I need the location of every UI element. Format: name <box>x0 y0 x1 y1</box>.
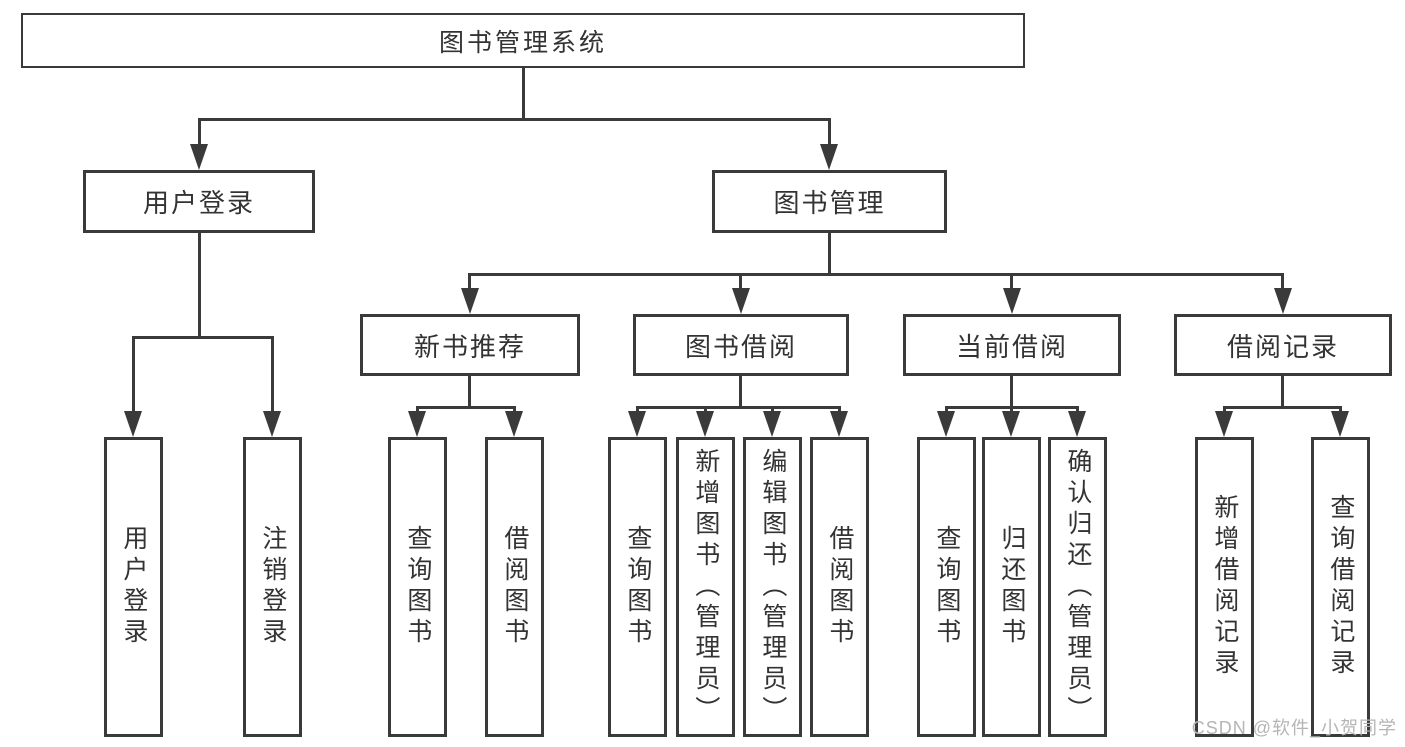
node-label: 图书管理 <box>773 188 886 218</box>
node-new-book-recommend: 新书推荐 <box>360 314 580 376</box>
arrow-down-icon <box>820 144 838 170</box>
arrow-down-icon <box>1002 411 1020 437</box>
leaf-borrow-books-1: 借阅图书 <box>485 437 544 737</box>
leaf-label: 归还图书 <box>997 525 1026 649</box>
connector-line <box>828 121 831 144</box>
watermark: CSDN @软件_小贺同学 <box>1191 718 1397 738</box>
arrow-down-icon <box>937 411 955 437</box>
leaf-add-book-admin: 新增图书（管理员） <box>676 437 735 737</box>
arrow-down-icon <box>732 288 750 314</box>
connector-line <box>198 121 201 144</box>
connector-line <box>828 233 831 276</box>
connector-line <box>636 406 841 409</box>
leaf-label: 借阅图书 <box>500 525 529 649</box>
connector-line <box>468 273 1284 276</box>
arrow-down-icon <box>696 411 714 437</box>
leaf-label: 编辑图书（管理员） <box>758 447 787 727</box>
connector-line <box>271 339 274 411</box>
arrow-down-icon <box>461 288 479 314</box>
arrow-down-icon <box>628 411 646 437</box>
arrow-down-icon <box>408 411 426 437</box>
node-label: 图书借阅 <box>684 331 797 362</box>
leaf-query-books-2: 查询图书 <box>608 437 667 737</box>
leaf-label: 查询图书 <box>623 525 652 649</box>
leaf-borrow-books-2: 借阅图书 <box>810 437 869 737</box>
leaf-logout: 注销登录 <box>243 437 302 737</box>
connector-line <box>416 406 516 409</box>
connector-line <box>739 276 742 288</box>
connector-line <box>198 233 201 339</box>
arrow-down-icon <box>1331 411 1349 437</box>
arrow-down-icon <box>263 411 281 437</box>
connector-line <box>132 336 274 339</box>
leaf-query-books-1: 查询图书 <box>388 437 447 737</box>
node-root-label: 图书管理系统 <box>438 28 607 57</box>
arrow-down-icon <box>1274 288 1292 314</box>
leaf-label: 确认归还（管理员） <box>1063 447 1092 727</box>
arrow-down-icon <box>1215 411 1233 437</box>
connector-line <box>1010 376 1013 409</box>
arrow-down-icon <box>830 411 848 437</box>
arrow-down-icon <box>1068 411 1086 437</box>
arrow-down-icon <box>763 411 781 437</box>
leaf-user-login: 用户登录 <box>104 437 163 737</box>
leaf-label: 用户登录 <box>119 525 148 649</box>
arrow-down-icon <box>124 411 142 437</box>
connector-line <box>945 406 1079 409</box>
arrow-down-icon <box>1003 288 1021 314</box>
node-label: 当前借阅 <box>955 331 1068 362</box>
connector-line <box>132 339 135 411</box>
node-user-login: 用户登录 <box>83 170 315 233</box>
node-borrow-records: 借阅记录 <box>1174 314 1392 376</box>
leaf-query-books-3: 查询图书 <box>917 437 976 737</box>
leaf-label: 查询图书 <box>932 525 961 649</box>
arrow-down-icon <box>190 144 208 170</box>
leaf-label: 新增图书（管理员） <box>691 447 720 727</box>
leaf-label: 新增借阅记录 <box>1210 494 1239 680</box>
leaf-label: 注销登录 <box>258 525 287 649</box>
connector-line <box>1281 276 1284 288</box>
node-label: 借阅记录 <box>1226 331 1339 362</box>
connector-line <box>468 376 471 409</box>
leaf-label: 查询借阅记录 <box>1326 494 1355 680</box>
connector-line <box>1281 376 1284 409</box>
node-label: 用户登录 <box>142 188 255 218</box>
node-book-management: 图书管理 <box>712 170 947 233</box>
leaf-confirm-return-admin: 确认归还（管理员） <box>1048 437 1107 737</box>
connector-line <box>1010 276 1013 288</box>
leaf-label: 借阅图书 <box>825 525 854 649</box>
connector-line <box>198 118 831 121</box>
connector-line <box>739 376 742 409</box>
node-root: 图书管理系统 <box>21 13 1025 68</box>
arrow-down-icon <box>505 411 523 437</box>
node-current-borrow: 当前借阅 <box>903 314 1121 376</box>
leaf-edit-book-admin: 编辑图书（管理员） <box>743 437 802 737</box>
connector-line <box>522 68 525 121</box>
leaf-label: 查询图书 <box>403 525 432 649</box>
connector-line <box>1223 406 1342 409</box>
leaf-add-borrow-record: 新增借阅记录 <box>1195 437 1254 737</box>
node-book-borrow: 图书借阅 <box>633 314 849 376</box>
leaf-return-books: 归还图书 <box>982 437 1041 737</box>
node-label: 新书推荐 <box>413 331 526 362</box>
leaf-query-borrow-record: 查询借阅记录 <box>1311 437 1370 737</box>
connector-line <box>468 276 471 288</box>
